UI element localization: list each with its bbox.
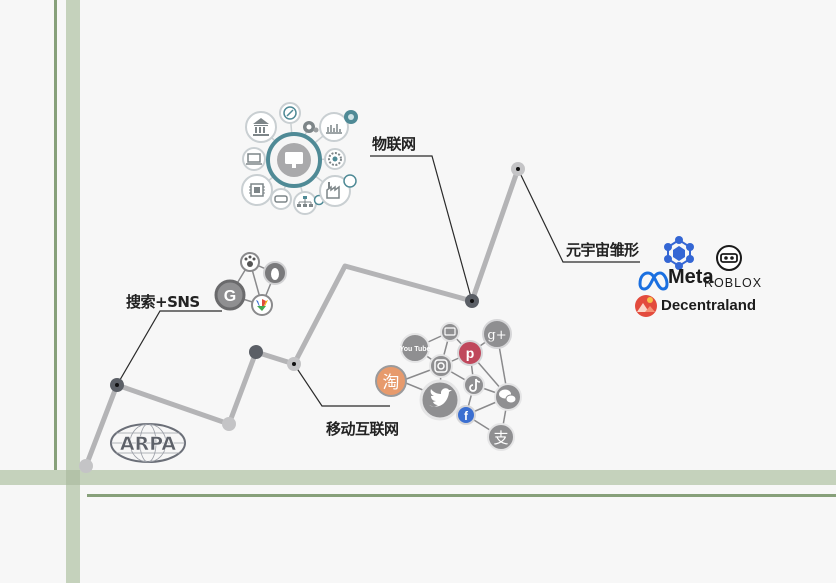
tv-icon (440, 322, 460, 342)
node-peak-small (249, 345, 263, 359)
bank-icon (245, 111, 277, 143)
svg-text:G: G (224, 288, 236, 305)
stage-label-mobile-internet: 移动互联网 (326, 420, 399, 438)
blockchain-cube-icon (664, 236, 694, 270)
tiktok-icon (463, 374, 485, 396)
svg-text:g+: g+ (487, 328, 506, 343)
metaverse-brands (635, 236, 742, 317)
svg-text:f: f (464, 409, 469, 423)
growth-path (83, 166, 521, 469)
path-nodes (79, 162, 525, 473)
car-icon (270, 188, 292, 210)
google-icon: G (214, 279, 246, 311)
chart-icon (319, 110, 358, 142)
alipay-icon: 支 (487, 423, 515, 451)
wechat-icon (494, 383, 522, 411)
node-origin (79, 459, 93, 473)
instagram-icon (429, 354, 453, 378)
taobao-icon: 淘 (375, 365, 407, 397)
baidu-paw-icon (240, 252, 260, 272)
callout-line-search (116, 310, 222, 386)
axis-intersection (66, 470, 80, 485)
callout-line-mobile (293, 363, 390, 407)
iot-icon-cluster (241, 102, 358, 215)
vertical-thick-axis-band (66, 0, 80, 583)
compass-icon (279, 102, 301, 124)
horizontal-thick-axis-band (0, 470, 836, 485)
roblox-vr-icon (716, 245, 742, 271)
svg-text:You Tube: You Tube (400, 346, 431, 353)
qq-penguin-icon (263, 261, 287, 285)
stage-label-search-sns: 搜索+SNS (126, 293, 200, 311)
horizontal-thin-axis-line (87, 494, 836, 497)
vertical-thin-axis-line (54, 0, 57, 470)
chip-icon (241, 174, 273, 206)
meta-brand-label: Meta (668, 266, 714, 288)
callout-line-metaverse (517, 168, 640, 263)
callout-lines (116, 155, 640, 407)
laptop-icon (242, 147, 266, 171)
stage-label-metaverse: 元宇宙雏形 (566, 241, 639, 259)
search-sns-icon-cluster: G (214, 252, 287, 316)
pinterest-icon: p (457, 340, 483, 366)
roblox-brand-label: ROBLOX (704, 276, 763, 290)
network-icon (293, 191, 325, 215)
svg-text:p: p (466, 345, 475, 361)
settings-icon (324, 148, 346, 170)
mobile-internet-icon-cluster: You Tube g+ p 淘 (375, 319, 522, 451)
node-dip (222, 417, 236, 431)
msn-butterfly-icon (251, 294, 273, 316)
arpa-logo: ARPA (110, 423, 186, 463)
twitter-icon (419, 379, 461, 421)
meta-infinity-icon (638, 271, 669, 291)
stage-label-iot: 物联网 (372, 135, 416, 153)
callout-line-iot (370, 155, 473, 302)
monitor-hub-icon (266, 132, 322, 188)
facebook-icon: f (456, 405, 476, 425)
decentraland-brand-label: Decentraland (661, 297, 757, 314)
google-plus-icon: g+ (482, 319, 512, 349)
gear-icon (303, 121, 319, 133)
svg-text:支: 支 (493, 429, 508, 447)
decentraland-icon (635, 295, 657, 317)
arpa-label: ARPA (120, 433, 177, 455)
youtube-icon: You Tube (400, 333, 431, 363)
svg-text:淘: 淘 (383, 373, 400, 393)
factory-icon (319, 174, 357, 207)
